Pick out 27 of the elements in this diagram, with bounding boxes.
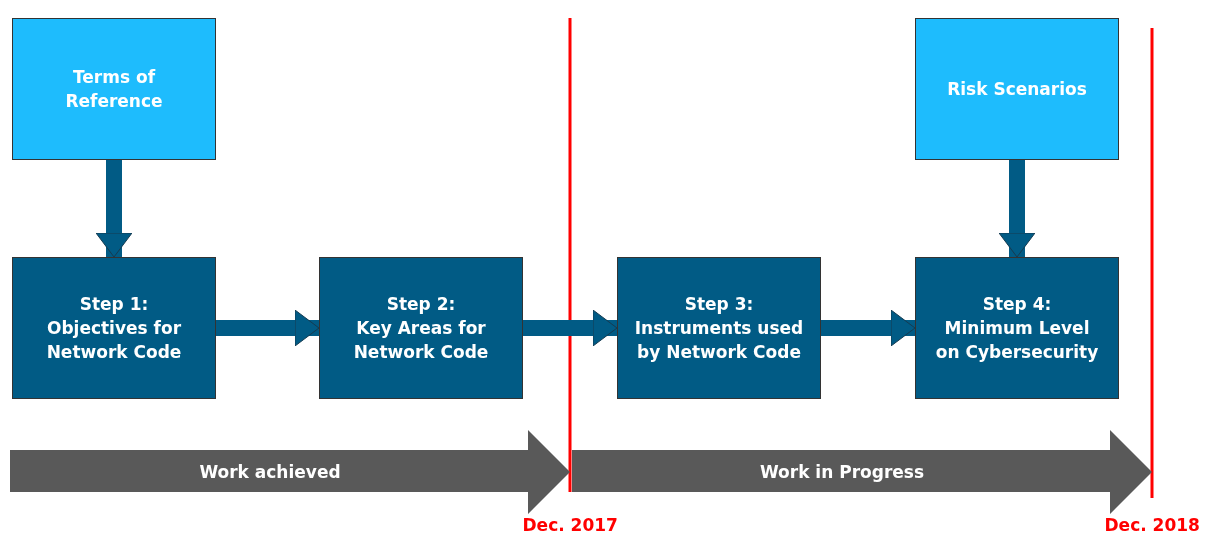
box-text: Instruments used by Network Code: [633, 317, 805, 364]
box-text: Terms of Reference: [64, 66, 164, 113]
box-text: Risk Scenarios: [947, 78, 1087, 101]
box-text: Objectives for Network Code: [45, 317, 183, 364]
step-number: Step 1:: [79, 293, 149, 316]
arrow: [523, 309, 618, 347]
step-box: [915, 257, 1119, 399]
arrow: [216, 309, 320, 347]
arrow: [821, 309, 916, 347]
step-number: Step 3:: [684, 293, 754, 316]
step-number: Step 2:: [386, 293, 456, 316]
timeline-bar: [572, 430, 1152, 514]
step-number: Step 4:: [982, 293, 1052, 316]
input-box: [12, 18, 216, 160]
step-box: [617, 257, 821, 399]
arrow: [998, 160, 1036, 258]
step-box: [319, 257, 523, 399]
box-text: Minimum Level on Cybersecurity: [934, 317, 1100, 364]
date-label: Dec. 2018: [1104, 515, 1200, 535]
phase-label: Work achieved: [199, 461, 341, 484]
phase-label: Work in Progress: [759, 461, 925, 484]
timeline-bar: [10, 430, 570, 514]
arrow: [95, 160, 133, 258]
step-box: [12, 257, 216, 399]
box-text: Key Areas for Network Code: [352, 317, 490, 364]
input-box: [915, 18, 1119, 160]
date-label: Dec. 2017: [522, 515, 618, 535]
